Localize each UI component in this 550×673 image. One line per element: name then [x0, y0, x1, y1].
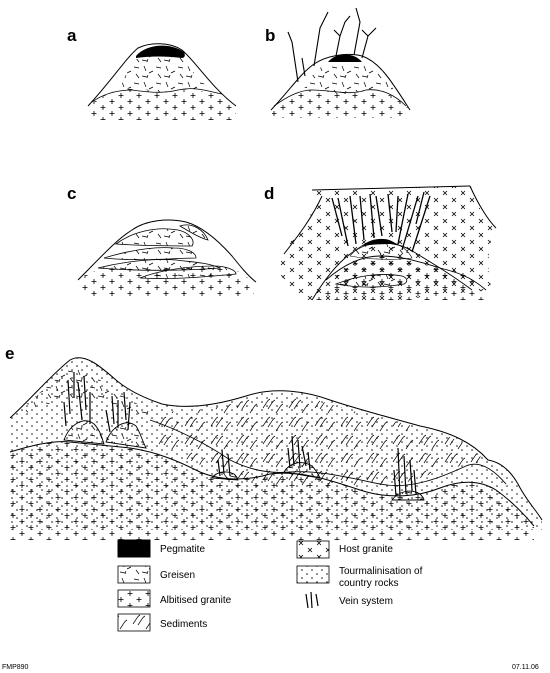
- legend-swatch-pegmatite: [117, 539, 151, 558]
- legend-swatch-vein-system: [305, 591, 319, 609]
- legend-swatch-greisen: [117, 565, 151, 584]
- panel-d: d: [264, 184, 497, 301]
- legend-swatch-sediments: [117, 613, 151, 632]
- legend-label-albitised-granite: Albitised granite: [160, 595, 232, 606]
- figure-date: 07.11.06: [512, 664, 539, 671]
- panel-label-e: e: [5, 344, 14, 363]
- legend-label-tourmalinisation-line2: country rocks: [339, 578, 398, 589]
- legend-label-host-granite: Host granite: [339, 544, 393, 555]
- vein-system-d: [331, 191, 431, 253]
- legend-label-sediments: Sediments: [160, 619, 207, 630]
- legend-label-pegmatite: Pegmatite: [160, 544, 205, 555]
- legend-label-tourmalinisation-line1: Tourmalinisation of: [339, 566, 423, 577]
- vein-system-b: [287, 7, 377, 83]
- legend: Pegmatite Greisen Albitised granite Sedi…: [117, 539, 423, 632]
- panel-e: e: [5, 344, 543, 540]
- figure-code: FMP890: [2, 664, 29, 671]
- pegmatite-body: [136, 45, 185, 58]
- panel-label-a: a: [67, 26, 77, 45]
- panel-label-b: b: [265, 26, 275, 45]
- legend-swatch-tourmalinisation: [296, 565, 330, 584]
- panel-a: a: [67, 26, 237, 120]
- panel-label-c: c: [67, 184, 76, 203]
- legend-swatch-albitised-granite: [117, 589, 151, 608]
- panel-b: b: [265, 7, 411, 118]
- legend-label-vein-system: Vein system: [339, 596, 393, 607]
- panel-c: c: [67, 184, 257, 296]
- panel-label-d: d: [264, 184, 274, 203]
- legend-label-greisen: Greisen: [160, 570, 195, 581]
- legend-swatch-host-granite: [296, 540, 330, 559]
- vein-system-e: [63, 372, 417, 497]
